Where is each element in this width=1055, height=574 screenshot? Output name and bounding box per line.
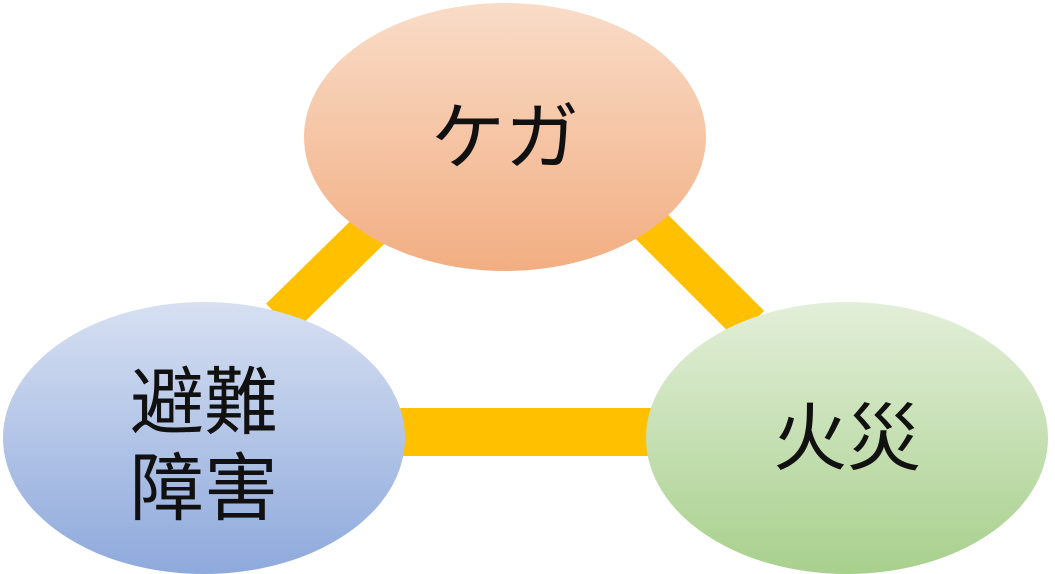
node-injury-shape	[304, 3, 706, 271]
connector-injury-fire	[625, 200, 765, 340]
node-evacuation: 避難 障害	[3, 302, 405, 574]
node-injury-label: ケガ	[431, 95, 579, 181]
connector-injury-evacuation	[266, 205, 394, 333]
node-fire-shape	[646, 302, 1048, 574]
connectors	[266, 200, 765, 456]
node-evacuation-label-line1: 避難	[130, 360, 278, 446]
node-fire-label: 火災	[773, 396, 921, 482]
node-evacuation-label-line2: 障害	[130, 446, 278, 532]
node-evacuation-shape	[3, 302, 405, 574]
node-fire: 火災	[646, 302, 1048, 574]
node-injury: ケガ	[304, 3, 706, 271]
